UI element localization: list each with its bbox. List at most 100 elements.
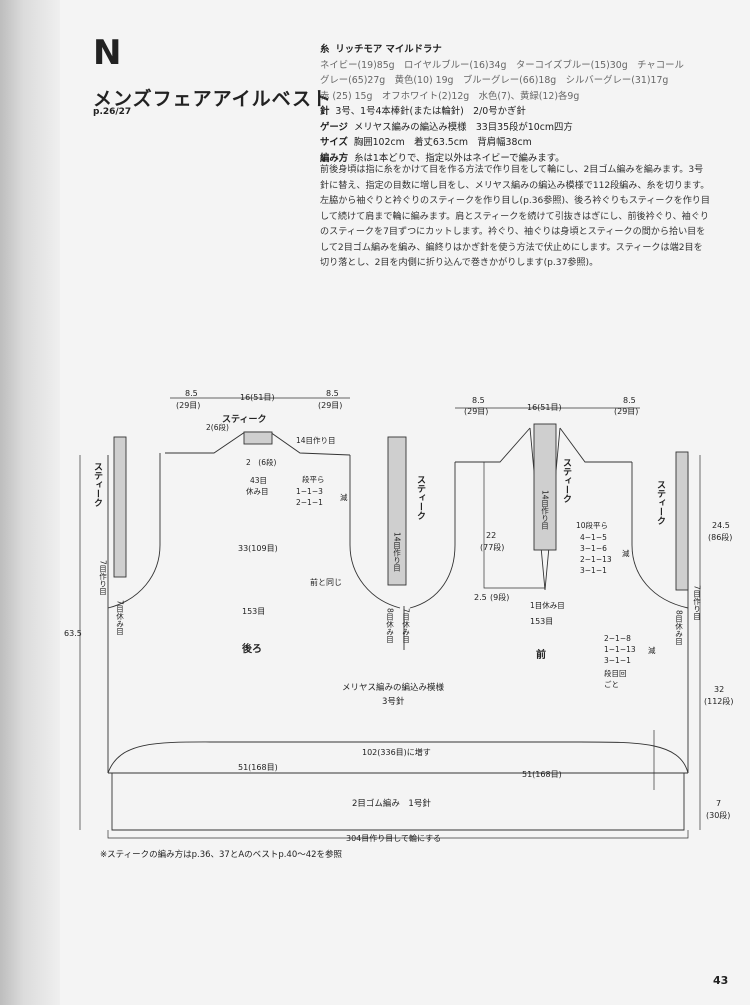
armhole-note2: ごと [604, 679, 619, 689]
armhole-dec: 減 [648, 645, 656, 655]
pattern-label: メリヤス編みの編込み模様 [342, 682, 445, 693]
half-51-right: 51(168目) [522, 770, 562, 779]
dim-front-right: 8.5 [623, 396, 636, 405]
steek-center-cast: 14目作り目 [392, 532, 401, 573]
dec-flat: 段平ら [302, 474, 325, 484]
height-7-rows: (30段) [706, 810, 730, 820]
steek-left-rest: 7目休み目 [115, 600, 124, 636]
dim-back-right-st: (29目) [318, 401, 342, 410]
armhole-3: 3−1−1 [604, 656, 631, 665]
steek-left-label: スティーク [92, 462, 103, 507]
ribbing-box [111, 773, 685, 831]
front-armhole-right [631, 462, 689, 609]
book-gutter-shadow [0, 0, 60, 1005]
spec-block: 糸リッチモア マイルドラナ ネイビー(19)85g ロイヤルブルー(16)34g… [320, 42, 710, 166]
dec-mark: 減 [340, 492, 348, 502]
back-neck-inner: 2 (6段) [246, 457, 276, 467]
armhole-1: 2−1−8 [604, 634, 631, 643]
armhole-note: 段目回 [604, 668, 627, 678]
steek-center-rest-r: 7目休み目 [401, 608, 410, 644]
back-neck-rest: 休み目 [246, 486, 269, 496]
spec-method: 編み方糸は1本どりで、指定以外はネイビーで編みます。 [320, 151, 710, 167]
front-rest: 1目休み目 [530, 600, 565, 610]
ribbing-label: 2目ゴム編み 1号針 [352, 798, 431, 809]
dim-back-mid: 16(51目) [240, 393, 275, 402]
spec-size-label: サイズ [320, 137, 348, 148]
depth-25-rows: (9段) [490, 592, 509, 602]
steek-label: スティーク [222, 414, 266, 425]
front-shoulder-right [559, 427, 632, 463]
total-102: 102(336目)に増す [362, 747, 431, 757]
steek-left [113, 436, 127, 578]
back-neck-rows: 2(6段) [206, 422, 229, 432]
steek-center-label: スティーク [415, 475, 426, 520]
depth-22: 22 [486, 531, 496, 540]
back-label: 後ろ [242, 642, 262, 655]
increase-curve [107, 741, 689, 774]
front-neck-3: 2−1−13 [580, 555, 612, 564]
spec-yarn-label: 糸 [320, 44, 330, 55]
front-neck-2: 3−1−6 [580, 544, 607, 553]
steek-left-cast: 7目作り目 [98, 560, 107, 596]
dim-front-left-st: (29目) [464, 407, 488, 416]
dec-row1: 1−1−3 [296, 487, 323, 496]
pattern-title: メンズフェアアイルベスト [93, 88, 333, 110]
back-armhole-right [349, 455, 401, 609]
dim-width-153-front: 153目 [530, 617, 553, 626]
steek-center-rest-l: 8目休み目 [385, 608, 394, 644]
depth-22-rows: (77段) [480, 542, 504, 552]
front-neck-dec: 減 [622, 548, 630, 558]
pattern-letter: N [93, 33, 122, 73]
steek-center-back [387, 436, 407, 586]
dim-front-right-st: (29目) [614, 407, 638, 416]
back-armhole-left [107, 453, 161, 609]
page-number: 43 [713, 974, 729, 987]
steek-front-neck [533, 423, 557, 551]
footnote: ※スティークの編み方はp.36、37とAのベストp.40〜42を参照 [100, 850, 343, 860]
height-32: 32 [714, 685, 724, 694]
height-245: 24.5 [712, 521, 730, 530]
steek-right-cast: 7目作り目 [692, 585, 701, 621]
spec-gauge: ゲージメリヤス編みの編込み模様 33目35段が10cm四方 [320, 120, 710, 136]
height-635: 63.5 [64, 629, 82, 638]
dim-front-mid: 16(51目) [527, 403, 562, 412]
spec-yarn-line: ネイビー(19)85g ロイヤルブルー(16)34g ターコイズブルー(15)3… [320, 59, 684, 71]
back-neck-cast: 14目作り目 [296, 435, 336, 445]
height-32-rows: (112段) [704, 696, 734, 706]
dim-back-left-st: (29目) [176, 401, 200, 410]
steek-front-cast: 14目作り目 [540, 490, 549, 531]
cast-on-label: 304目作り目して輪にする [346, 833, 441, 843]
front-neck-1: 4−1−5 [580, 533, 607, 542]
dim-width-33: 33(109目) [238, 544, 278, 553]
height-7: 7 [716, 799, 721, 808]
spec-gauge-label: ゲージ [320, 121, 348, 133]
steek-front-label: スティーク [561, 458, 572, 503]
steek-right [675, 451, 689, 591]
spec-size-value: 胸囲102cm 着丈63.5cm 背肩幅38cm [353, 137, 532, 148]
spec-size: サイズ胸囲102cm 着丈63.5cm 背肩幅38cm [320, 135, 710, 151]
front-shoulder-left [455, 427, 531, 463]
dim-front-left: 8.5 [472, 396, 485, 405]
dim-back-left: 8.5 [185, 389, 198, 398]
spec-method-value: 糸は1本どりで、指定以外はネイビーで編みます。 [354, 152, 565, 164]
steek-back-neck [243, 431, 273, 445]
height-245-rows: (86段) [708, 532, 732, 542]
front-neck-4: 3−1−1 [580, 566, 607, 575]
spec-gauge-value: メリヤス編みの編込み模様 33目35段が10cm四方 [353, 121, 573, 133]
needle-3-label: 3号針 [382, 696, 405, 707]
spec-yarn-line: 赤 (25) 15g オフホワイト(2)12g 水色(7)、黄緑(12)各9g [320, 90, 580, 102]
steek-right-rest: 8目休み目 [674, 610, 683, 646]
front-armhole-left [409, 462, 456, 609]
half-51-left: 51(168目) [238, 763, 278, 772]
page-reference: p.26/27 [93, 107, 132, 117]
dec-row2: 2−1−1 [296, 498, 323, 507]
front-label: 前 [536, 648, 546, 661]
spec-needle-label: 針 [320, 106, 330, 117]
instructions-text: 前後身頃は指に糸をかけて目を作る方法で作り目をして輪にし、2目ゴム編みを編みます… [320, 165, 710, 268]
same-as-front: 前と同じ [310, 577, 342, 587]
depth-25: 2.5 [474, 593, 487, 602]
steek-right-label: スティーク [655, 480, 666, 525]
